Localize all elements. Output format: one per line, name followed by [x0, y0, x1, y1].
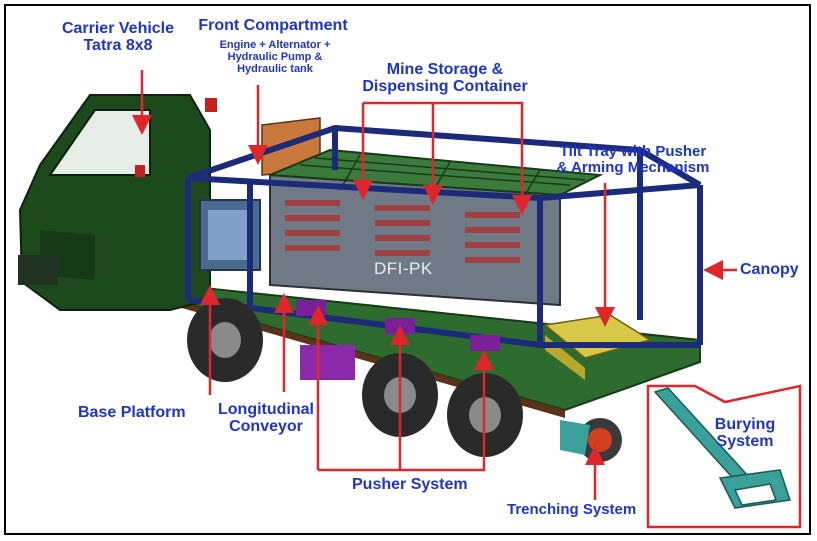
label-longitudinal-conveyor: Longitudinal Conveyor: [218, 401, 314, 435]
label-front-compartment: Front Compartment: [198, 17, 348, 34]
watermark: DFI-PK: [374, 259, 433, 278]
label-carrier-vehicle: Carrier Vehicle Tatra 8x8: [61, 20, 175, 54]
label-trenching-system: Trenching System: [507, 501, 637, 518]
truck-cab: [18, 94, 217, 311]
callout-lines: [132, 70, 737, 500]
mine-container-shape: [269, 148, 604, 307]
label-burying-system: Burying System: [714, 416, 776, 450]
label-tilt-tray: Tilt Tray with Pusher & Arming Mechanism: [556, 143, 710, 176]
label-mine-storage: Mine Storage & Dispensing Container: [362, 61, 528, 95]
trenching-shape: [560, 418, 622, 462]
label-pusher-system: Pusher System: [352, 476, 468, 493]
label-base-platform: Base Platform: [78, 404, 186, 421]
label-front-compartment-details: Engine + Alternator + Hydraulic Pump & H…: [219, 39, 331, 76]
burying-shape: [653, 387, 791, 509]
label-canopy: Canopy: [740, 261, 799, 278]
burying-callout-box: [646, 384, 802, 529]
